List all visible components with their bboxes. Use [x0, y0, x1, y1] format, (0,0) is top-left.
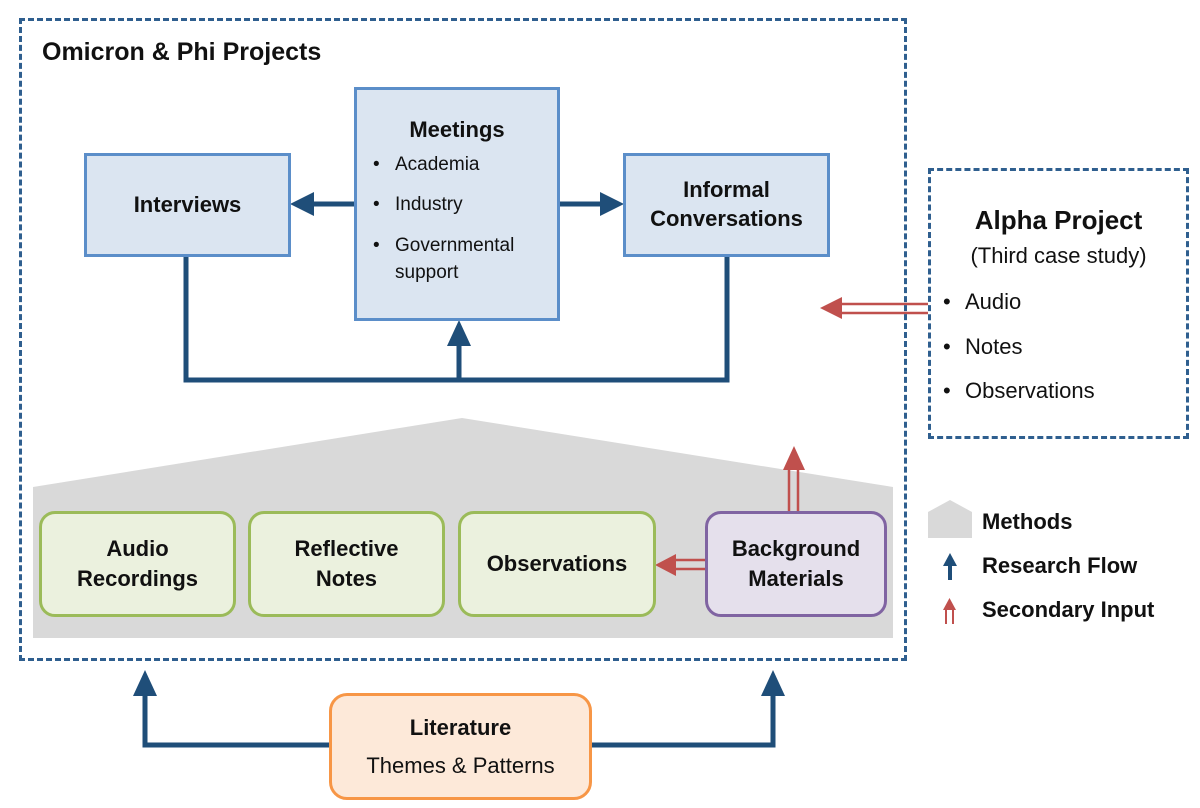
- list-item: Academia: [371, 151, 543, 180]
- secondary-input-legend-icon: [943, 598, 956, 624]
- background-to-observations-arrow: [655, 554, 706, 576]
- meetings-title: Meetings: [409, 117, 505, 142]
- observations-box[interactable]: Observations: [458, 511, 656, 617]
- background-upward-secondary-arrow: [783, 446, 805, 512]
- omicron-phi-title: Omicron & Phi Projects: [42, 38, 322, 66]
- reflective-notes-label: Reflective Notes: [294, 536, 399, 591]
- meetings-to-interviews-arrowhead: [290, 192, 314, 216]
- list-item: Audio: [941, 288, 1095, 317]
- methods-legend-icon: [928, 500, 972, 538]
- audio-recordings-label: Audio Recordings: [76, 536, 199, 591]
- meetings-to-informal-arrowhead: [600, 192, 624, 216]
- literature-to-background-flow: [590, 695, 776, 748]
- background-materials-label: Background Materials: [731, 536, 861, 591]
- alpha-project-subtitle: (Third case study): [970, 243, 1147, 268]
- background-materials-box[interactable]: Background Materials: [705, 511, 887, 617]
- informal-conversations-box[interactable]: Informal Conversations: [623, 153, 830, 257]
- interviews-label: Interviews: [133, 191, 242, 217]
- legend-methods-label: Methods: [982, 509, 1073, 534]
- literature-subtitle: Themes & Patterns: [366, 752, 555, 778]
- list-item: Observations: [941, 377, 1095, 406]
- meetings-list: Academia Industry Governmental support: [371, 151, 543, 287]
- interviews-box[interactable]: Interviews: [84, 153, 291, 257]
- meetings-box[interactable]: Meetings Academia Industry Governmental …: [354, 87, 560, 321]
- alpha-secondary-input-arrow: [820, 297, 928, 319]
- research-flow-arrowhead-meetings: [447, 320, 471, 346]
- observations-label: Observations: [486, 551, 628, 577]
- omicron-phi-group: [19, 18, 907, 661]
- literature-box[interactable]: Literature Themes & Patterns: [329, 693, 592, 800]
- literature-to-audio-flow: [142, 695, 330, 748]
- literature-title: Literature: [409, 714, 512, 740]
- alpha-project-title: Alpha Project: [974, 205, 1143, 235]
- alpha-project-group: [928, 168, 1189, 439]
- literature-to-audio-arrowhead: [133, 670, 157, 696]
- legend-secondary-input-label: Secondary Input: [982, 597, 1155, 622]
- literature-to-background-arrowhead: [761, 670, 785, 696]
- list-item: Industry: [371, 191, 543, 220]
- legend-research-flow-label: Research Flow: [982, 553, 1138, 578]
- list-item: Notes: [941, 333, 1095, 362]
- alpha-project-list: Audio Notes Observations: [941, 288, 1095, 406]
- list-item: Governmental support: [371, 232, 543, 287]
- research-flow-legend-icon: [943, 553, 957, 580]
- audio-recordings-box[interactable]: Audio Recordings: [39, 511, 236, 617]
- informal-conversations-label: Informal Conversations: [650, 177, 803, 231]
- reflective-notes-box[interactable]: Reflective Notes: [248, 511, 445, 617]
